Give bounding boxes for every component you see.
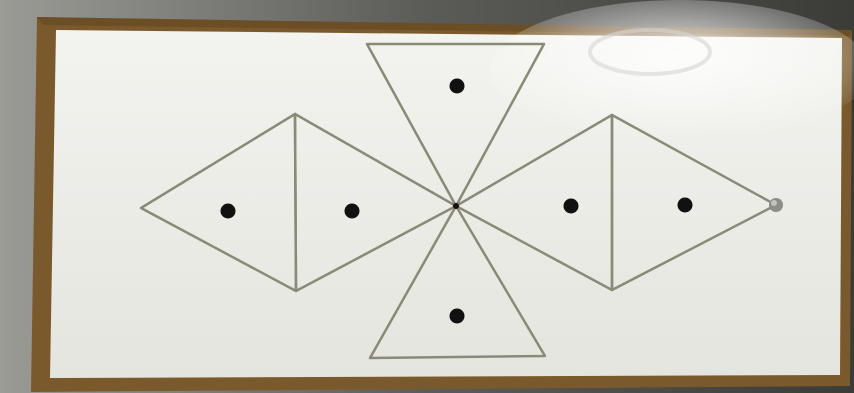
- film-glare: [490, 0, 854, 140]
- dot-inner-right: [564, 199, 579, 214]
- dot-far-left: [221, 204, 236, 219]
- dot-far-right: [678, 198, 693, 213]
- pushpin-highlight: [771, 200, 777, 206]
- center-pin: [453, 203, 459, 209]
- dot-bottom: [450, 309, 465, 324]
- dot-top: [450, 79, 465, 94]
- dot-inner-left: [345, 204, 360, 219]
